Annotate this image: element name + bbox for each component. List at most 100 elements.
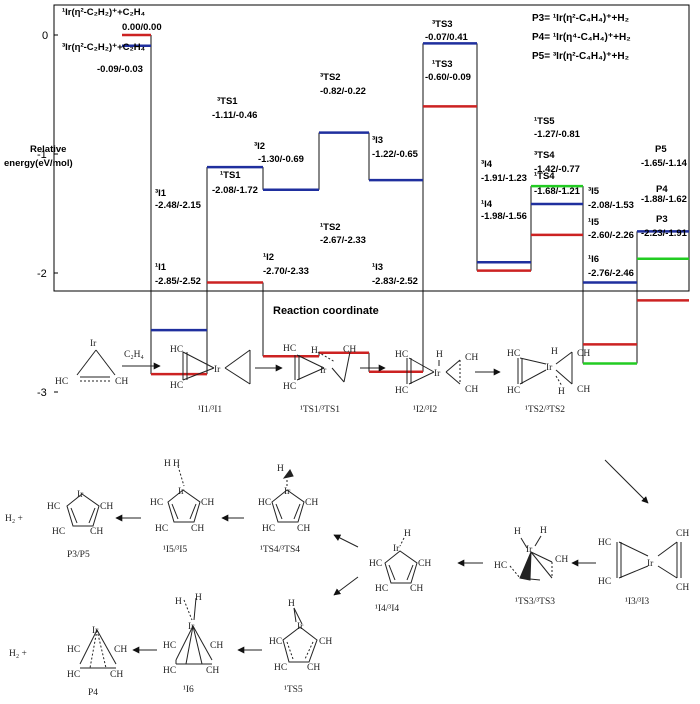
structure-i5 bbox=[167, 465, 201, 523]
legend: P3= ¹Ir(η²-C₄H₄)⁺+H₂ P4= ¹Ir(η⁴-C₄H₄)⁺+H… bbox=[532, 13, 631, 62]
level-label-i5_t: ³I5 bbox=[588, 186, 600, 197]
level-value-ts3_s: -0.60/-0.09 bbox=[425, 72, 471, 83]
atom-hc: HC bbox=[274, 663, 287, 673]
level-label-r_t: ³Ir(η²-C₂H₂)⁺+C₂H₄ bbox=[62, 42, 146, 53]
atom-ch: CH bbox=[206, 666, 219, 676]
y-tick-label: 0 bbox=[42, 30, 48, 42]
atom-ir: Ir bbox=[92, 626, 99, 636]
atom-hc: HC bbox=[52, 527, 65, 537]
level-value-i3_s: -2.83/-2.52 bbox=[372, 276, 418, 287]
atom-hc: HC bbox=[67, 670, 80, 680]
y-axis: 0-1-2-3 bbox=[37, 30, 58, 399]
atom-ir: Ir bbox=[297, 622, 304, 632]
legend-p3: P3= ¹Ir(η²-C₄H₄)⁺+H₂ bbox=[532, 13, 629, 24]
atom-ir: Ir bbox=[647, 559, 654, 569]
level-label-ts1_t: ³TS1 bbox=[217, 96, 238, 107]
level-value-i4_t: -1.91/-1.23 bbox=[481, 173, 527, 184]
atom-hc: HC bbox=[269, 637, 282, 647]
reaction-scheme: Ir HC CH C₂H₄ HC HC Ir ¹I1/³I1 bbox=[5, 339, 689, 698]
atom-h: H bbox=[404, 529, 411, 539]
atom-ch: CH bbox=[343, 345, 356, 355]
atom-h: H bbox=[164, 459, 171, 469]
atom-h: H bbox=[288, 599, 295, 609]
structure-p3-p5 bbox=[66, 493, 100, 527]
caption-ts5: ¹TS5 bbox=[284, 685, 303, 695]
level-label-i4_t: ³I4 bbox=[481, 159, 493, 170]
atom-hc: HC bbox=[47, 502, 60, 512]
energy-diagram: 0-1-2-3 Relative energy(eV/mol) Reaction… bbox=[4, 4, 690, 399]
level-value-p4: -1.88/-1.62 bbox=[641, 194, 687, 205]
level-value-r_t: -0.09/-0.03 bbox=[97, 64, 143, 75]
level-value-i5_t: -2.08/-1.53 bbox=[588, 200, 634, 211]
structure-i2 bbox=[406, 357, 461, 385]
structure-i4 bbox=[384, 537, 418, 584]
level-value-ts3_t: -0.07/0.41 bbox=[425, 32, 468, 43]
atom-hc: HC bbox=[395, 350, 408, 360]
caption-i1: ¹I1/³I1 bbox=[198, 405, 222, 415]
level-value-i2_s: -2.70/-2.33 bbox=[263, 266, 309, 277]
legend-p4: P4= ¹Ir(η⁴-C₄H₄)⁺+H₂ bbox=[532, 32, 631, 43]
atom-ir: Ir bbox=[320, 366, 327, 376]
structure-i3 bbox=[616, 541, 682, 579]
atom-ir: Ir bbox=[526, 545, 533, 555]
level-value-i1_t: -2.48/-2.15 bbox=[155, 200, 202, 211]
atom-ir: Ir bbox=[188, 622, 195, 632]
atom-ch: CH bbox=[115, 377, 128, 387]
level-value-ts1_s: -2.08/-1.72 bbox=[212, 185, 258, 196]
level-label-p4: P4 bbox=[656, 184, 668, 195]
level-value-r_s: 0.00/0.00 bbox=[122, 22, 162, 33]
atom-h: H bbox=[558, 387, 565, 397]
level-value-i5_s: -2.60/-2.26 bbox=[588, 230, 634, 241]
atom-ir: Ir bbox=[178, 487, 185, 497]
atom-ir: Ir bbox=[434, 369, 441, 379]
atom-hc: HC bbox=[283, 344, 296, 354]
level-label-r_s: ¹Ir(η²-C₂H₂)⁺+C₂H₄ bbox=[62, 7, 146, 18]
level-label-i2_s: ¹I2 bbox=[263, 252, 274, 263]
level-label-ts5: ¹TS5 bbox=[534, 116, 555, 127]
caption-p3-p5: P3/P5 bbox=[67, 550, 90, 560]
level-value-i6: -2.76/-2.46 bbox=[588, 268, 634, 279]
atom-ch: CH bbox=[307, 663, 320, 673]
caption-i3: ¹I3/³I3 bbox=[625, 597, 649, 607]
level-label-p3: P3 bbox=[656, 214, 668, 225]
level-value-ts1_t: -1.11/-0.46 bbox=[212, 110, 257, 121]
atom-ch: CH bbox=[465, 353, 478, 363]
atom-ch: CH bbox=[676, 583, 689, 593]
caption-ts4: ¹TS4/³TS4 bbox=[260, 545, 300, 555]
level-value-ts2_s: -2.67/-2.33 bbox=[320, 235, 366, 246]
level-label-ts3_t: ³TS3 bbox=[432, 19, 453, 30]
structure-reactant bbox=[76, 349, 116, 382]
atom-ch: CH bbox=[90, 527, 103, 537]
y-axis-label-line1: Relative bbox=[30, 144, 66, 155]
level-value-i3_t: -1.22/-0.65 bbox=[372, 149, 419, 160]
atom-ch: CH bbox=[114, 645, 127, 655]
caption-i6: ¹I6 bbox=[183, 685, 194, 695]
level-label-ts2_s: ¹TS2 bbox=[320, 222, 341, 233]
level-value-ts4_t: -1.42/-0.77 bbox=[534, 164, 580, 175]
atom-hc: HC bbox=[163, 641, 176, 651]
level-value-i1_s: -2.85/-2.52 bbox=[155, 276, 201, 287]
atom-ch: CH bbox=[100, 502, 113, 512]
atom-h: H bbox=[514, 527, 521, 537]
atom-hc: HC bbox=[507, 349, 520, 359]
level-label-ts2_t: ³TS2 bbox=[320, 72, 341, 83]
level-value-ts4_s: -1.68/-1.21 bbox=[534, 186, 581, 197]
atom-ch: CH bbox=[305, 498, 318, 508]
atom-h: H bbox=[551, 347, 558, 357]
level-label-i3_s: ¹I3 bbox=[372, 262, 383, 273]
atom-ch: CH bbox=[410, 584, 423, 594]
atom-hc: HC bbox=[375, 584, 388, 594]
structure-ts2 bbox=[517, 351, 573, 387]
level-label-ts4_t: ³TS4 bbox=[534, 150, 555, 161]
atom-ir: Ir bbox=[214, 365, 221, 375]
y-tick-label: -3 bbox=[37, 387, 47, 399]
level-label-i1_t: ³I1 bbox=[155, 188, 167, 199]
structure-p4 bbox=[79, 629, 117, 669]
atom-ch: CH bbox=[319, 637, 332, 647]
atom-h: H bbox=[311, 346, 318, 356]
atom-ir: Ir bbox=[90, 339, 97, 349]
y-tick-label: -2 bbox=[37, 268, 47, 280]
atom-hc: HC bbox=[369, 559, 382, 569]
level-label-i5_s: ¹I5 bbox=[588, 217, 600, 228]
caption-i4: ¹I4/³I4 bbox=[375, 604, 399, 614]
